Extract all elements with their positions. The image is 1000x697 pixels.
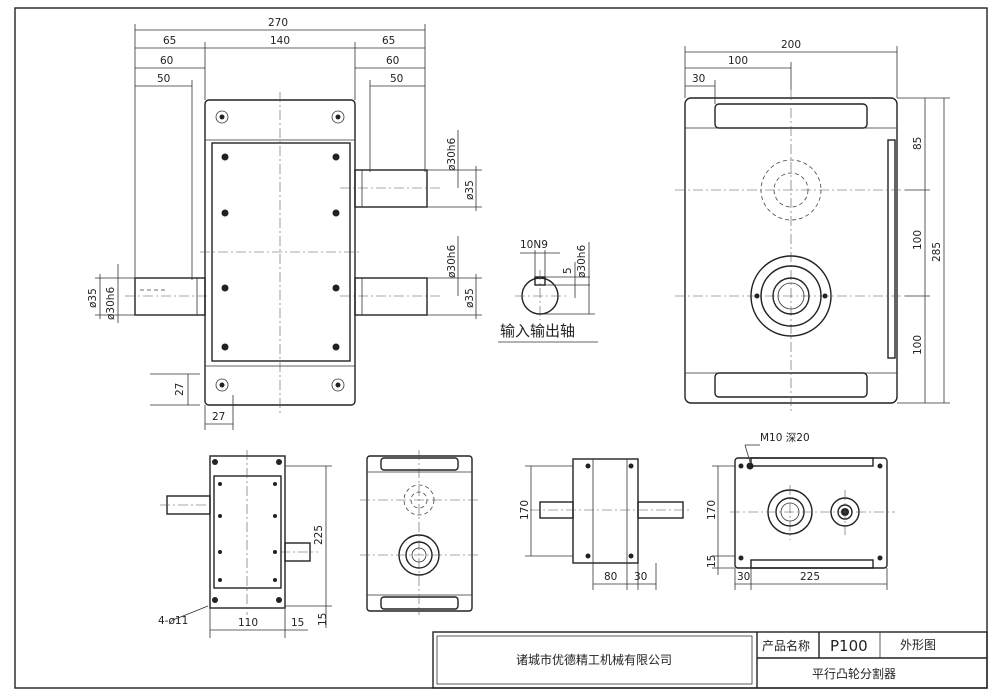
label-m10-thread: M10 深20 — [760, 432, 810, 444]
dim-27-horizontal: 27 — [212, 411, 225, 423]
sheet-border — [14, 7, 988, 689]
dim-60-left: 60 — [160, 55, 173, 67]
bottom-left-view: 4-ø11 110 15 225 15 — [158, 450, 332, 638]
product-code: P100 — [830, 637, 868, 655]
product-name-label: 产品名称 — [762, 638, 810, 653]
top-view: 270 65 140 65 60 50 60 50 27 27 ø30h6 ø3… — [87, 17, 482, 430]
br-housing — [734, 457, 888, 569]
dim-15-vertical: 15 — [317, 613, 329, 626]
dim-30-right: 30 — [737, 571, 750, 583]
side-view: 200 100 30 85 100 100 285 — [675, 39, 950, 412]
side-housing-outline — [684, 97, 898, 404]
product-name: 平行凸轮分割器 — [812, 666, 896, 681]
company-name: 诸城市优德精工机械有限公司 — [516, 652, 672, 667]
label-shaft-dia-upper: ø35 — [464, 180, 476, 200]
bottom-right-view: M10 深20 170 15 30 225 — [706, 432, 895, 590]
shaft-detail: 10N9 5 ø30h6 输入输出轴 — [498, 239, 598, 343]
dim-100-lower: 100 — [912, 335, 924, 355]
dim-200: 200 — [781, 39, 801, 51]
dim-270: 270 — [268, 17, 288, 29]
foot-holes — [215, 110, 345, 392]
label-shaft-dia-lower: ø35 — [464, 288, 476, 308]
dim-60-right: 60 — [386, 55, 399, 67]
dim-27-vertical: 27 — [174, 383, 186, 396]
dim-65-left: 65 — [163, 35, 176, 47]
dim-15-right: 15 — [706, 555, 718, 568]
label-shaft-h6-upper: ø30h6 — [446, 138, 458, 171]
label-holes-4-d11: 4-ø11 — [158, 615, 188, 627]
dim-30-mid: 30 — [634, 571, 647, 583]
label-key-width: 10N9 — [520, 239, 548, 251]
bl-housing — [209, 455, 286, 609]
right-output-shafts — [354, 169, 428, 316]
dim-140: 140 — [270, 35, 290, 47]
title-block: 诸城市优德精工机械有限公司 产品名称 P100 外形图 平行凸轮分割器 — [432, 631, 988, 689]
dim-285: 285 — [931, 242, 943, 262]
caption-io-shaft: 输入输出轴 — [500, 322, 575, 340]
dim-65-right: 65 — [382, 35, 395, 47]
bmr-housing — [572, 458, 639, 564]
bottom-mid-right-view: 170 80 30 — [519, 458, 690, 590]
dim-50-right: 50 — [390, 73, 403, 85]
housing-outline — [204, 99, 356, 406]
dim-15-horizontal: 15 — [291, 617, 304, 629]
cover-screws — [221, 153, 340, 351]
dim-170-right: 170 — [706, 500, 718, 520]
dim-100-half: 100 — [728, 55, 748, 67]
dim-110: 110 — [238, 617, 258, 629]
dim-100-middle: 100 — [912, 230, 924, 250]
bottom-mid-left-view — [360, 450, 478, 615]
label-left-shaft-dia: ø35 — [87, 288, 99, 308]
label-shaft-h6-lower: ø30h6 — [446, 245, 458, 278]
dim-170-mid: 170 — [519, 500, 531, 520]
label-shaft-h6-detail: ø30h6 — [576, 245, 588, 278]
dim-30-side: 30 — [692, 73, 705, 85]
label-key-depth: 5 — [562, 267, 574, 274]
drawing-type: 外形图 — [900, 638, 936, 652]
left-input-shaft — [134, 277, 206, 316]
label-left-shaft-h6: ø30h6 — [105, 287, 117, 320]
dim-85: 85 — [912, 137, 924, 150]
dim-80: 80 — [604, 571, 617, 583]
dim-50-left: 50 — [157, 73, 170, 85]
dim-225-vertical: 225 — [313, 525, 325, 545]
dim-225-right: 225 — [800, 571, 820, 583]
